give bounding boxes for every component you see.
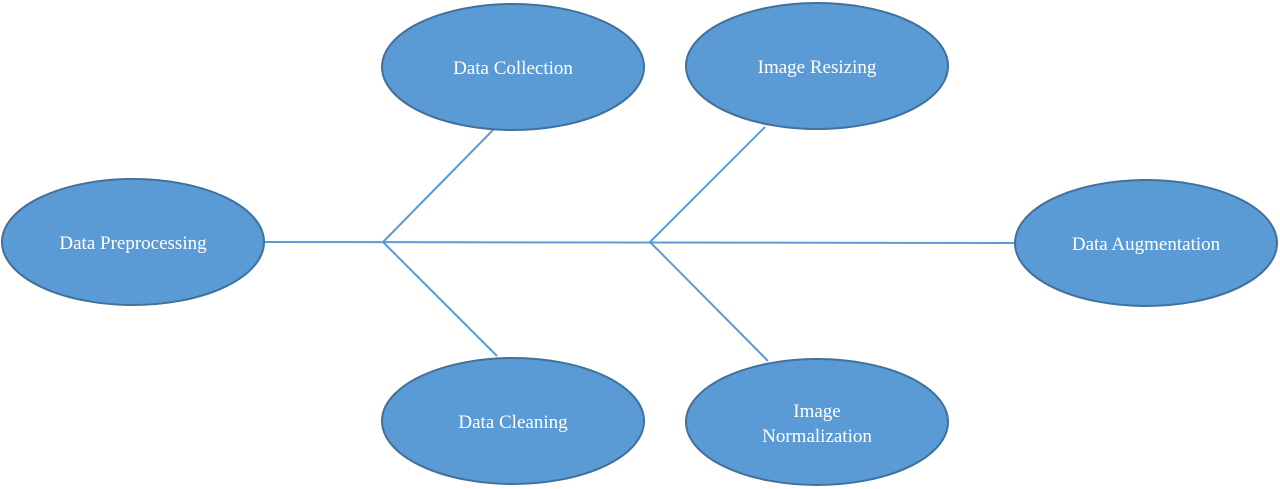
data-cleaning-connector <box>382 241 498 357</box>
node-data-collection: Data Collection <box>381 3 645 131</box>
image-normalization-connector <box>649 241 769 362</box>
data-collection-label: Data Collection <box>453 58 573 79</box>
node-data-preprocessing: Data Preprocessing <box>1 178 265 306</box>
image-normalization-ellipse <box>685 358 949 486</box>
spine-connector <box>263 241 1017 244</box>
data-augmentation-label: Data Augmentation <box>1072 234 1221 255</box>
image-normalization-label-line2: Normalization <box>762 426 872 447</box>
data-cleaning-label: Data Cleaning <box>458 412 568 433</box>
node-image-resizing: Image Resizing <box>685 2 949 130</box>
data-preprocessing-label: Data Preprocessing <box>59 233 207 254</box>
image-resizing-label: Image Resizing <box>758 57 877 78</box>
data-cleaning-ellipse <box>381 357 645 485</box>
node-data-cleaning: Data Cleaning <box>381 357 645 485</box>
image-normalization-label-line1: Image <box>793 401 840 422</box>
image-resizing-ellipse <box>685 2 949 130</box>
data-preprocessing-ellipse <box>1 178 265 306</box>
data-augmentation-ellipse <box>1014 179 1278 307</box>
data-collection-ellipse <box>381 3 645 131</box>
image-resizing-connector <box>649 126 766 243</box>
connectors <box>263 126 1017 362</box>
node-image-normalization: Image Normalization <box>685 358 949 486</box>
node-data-augmentation: Data Augmentation <box>1014 179 1278 307</box>
data-collection-connector <box>382 129 494 243</box>
